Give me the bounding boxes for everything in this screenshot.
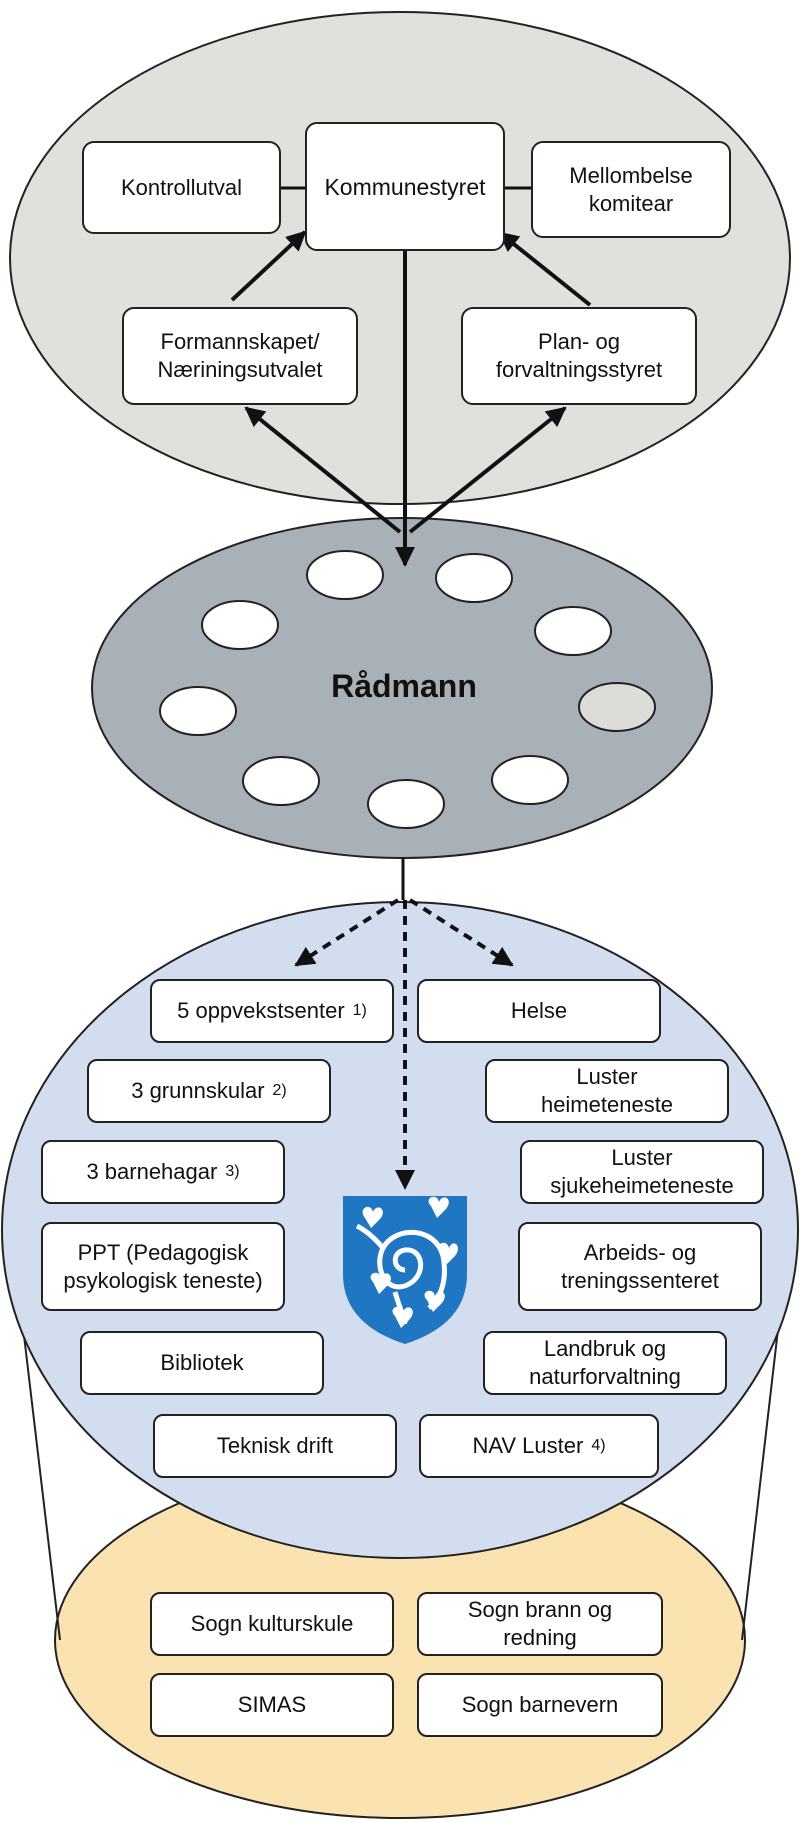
radmann-title: Rådmann [331, 668, 477, 704]
dashed-arrow-left [294, 898, 400, 967]
intermunicipal-brann-redning[interactable]: Sogn brann og redning [417, 1592, 663, 1656]
slot-7 [242, 756, 320, 806]
unit-label: 3 barnehagar [86, 1159, 218, 1184]
slot-3 [201, 600, 279, 650]
slot-9 [491, 755, 569, 805]
arrow-formannskap-to-kommunestyret [230, 230, 307, 302]
mellombelse-komitear-box[interactable]: Mellombelse komitear [531, 141, 731, 238]
intermunicipal-simas[interactable]: SIMAS [150, 1673, 394, 1737]
unit-helse[interactable]: Helse [417, 979, 661, 1043]
unit-label: Landbruk og naturforvaltning [529, 1336, 681, 1389]
kontrollutval-box[interactable]: Kontrollutval [82, 141, 281, 234]
kommunestyret-box[interactable]: Kommunestyret [305, 122, 505, 251]
slot-1 [306, 550, 384, 600]
dashed-arrow-right [408, 898, 514, 967]
unit-note: 3) [225, 1163, 240, 1180]
unit-ppt[interactable]: PPT (Pedagogisk psykologisk teneste) [41, 1222, 285, 1311]
municipal-coat-of-arms-icon [343, 1196, 467, 1344]
unit-bibliotek[interactable]: Bibliotek [80, 1331, 324, 1395]
unit-heimeteneste[interactable]: Luster heimeteneste [485, 1059, 729, 1123]
unit-sjukeheimeteneste[interactable]: Luster sjukeheimeteneste [520, 1140, 764, 1204]
unit-label: Luster sjukeheimeteneste [550, 1145, 734, 1198]
arrow-radmann-to-formannskap [244, 406, 402, 534]
unit-arbeids-treningssenteret[interactable]: Arbeids- og treningssenteret [518, 1222, 762, 1311]
unit-label: 3 grunnskular [131, 1078, 265, 1103]
formannskapet-box[interactable]: Formannskapet/ Næriningsutvalet [122, 307, 358, 405]
intermunicipal-kulturskule[interactable]: Sogn kulturskule [150, 1592, 394, 1656]
intermunicipal-barnevern[interactable]: Sogn barnevern [417, 1673, 663, 1737]
unit-landbruk[interactable]: Landbruk og naturforvaltning [483, 1331, 727, 1395]
slot-8 [367, 779, 445, 829]
slot-4 [534, 606, 612, 656]
unit-label: PPT (Pedagogisk psykologisk teneste) [63, 1239, 263, 1293]
unit-label: Helse [510, 998, 568, 1023]
unit-note: 1) [352, 1002, 367, 1019]
unit-label: Bibliotek [160, 1350, 244, 1375]
plan-forvaltningsstyret-box[interactable]: Plan- og forvaltningsstyret [461, 307, 697, 405]
unit-label: NAV Luster [472, 1433, 584, 1458]
unit-note: 4) [591, 1437, 606, 1454]
arrow-radmann-to-plan [408, 406, 567, 534]
slot-5 [159, 686, 237, 736]
slot-2 [435, 553, 513, 603]
slot-6 [578, 682, 656, 732]
arrow-plan-to-kommunestyret [498, 231, 592, 307]
radmann-slots [159, 550, 656, 829]
unit-barnehagar[interactable]: 3 barnehagar 3) [41, 1140, 285, 1204]
unit-oppvekstsenter[interactable]: 5 oppvekstsenter 1) [150, 979, 394, 1043]
council-ellipse [9, 11, 791, 505]
unit-label: Teknisk drift [216, 1433, 334, 1458]
unit-grunnskular[interactable]: 3 grunnskular 2) [87, 1059, 331, 1123]
unit-label: Arbeids- og treningssenteret [561, 1239, 719, 1293]
unit-teknisk-drift[interactable]: Teknisk drift [153, 1414, 397, 1478]
unit-nav-luster[interactable]: NAV Luster 4) [419, 1414, 659, 1478]
unit-note: 2) [272, 1082, 287, 1099]
unit-label: 5 oppvekstsenter [177, 998, 345, 1023]
unit-label: Luster heimeteneste [540, 1064, 674, 1117]
